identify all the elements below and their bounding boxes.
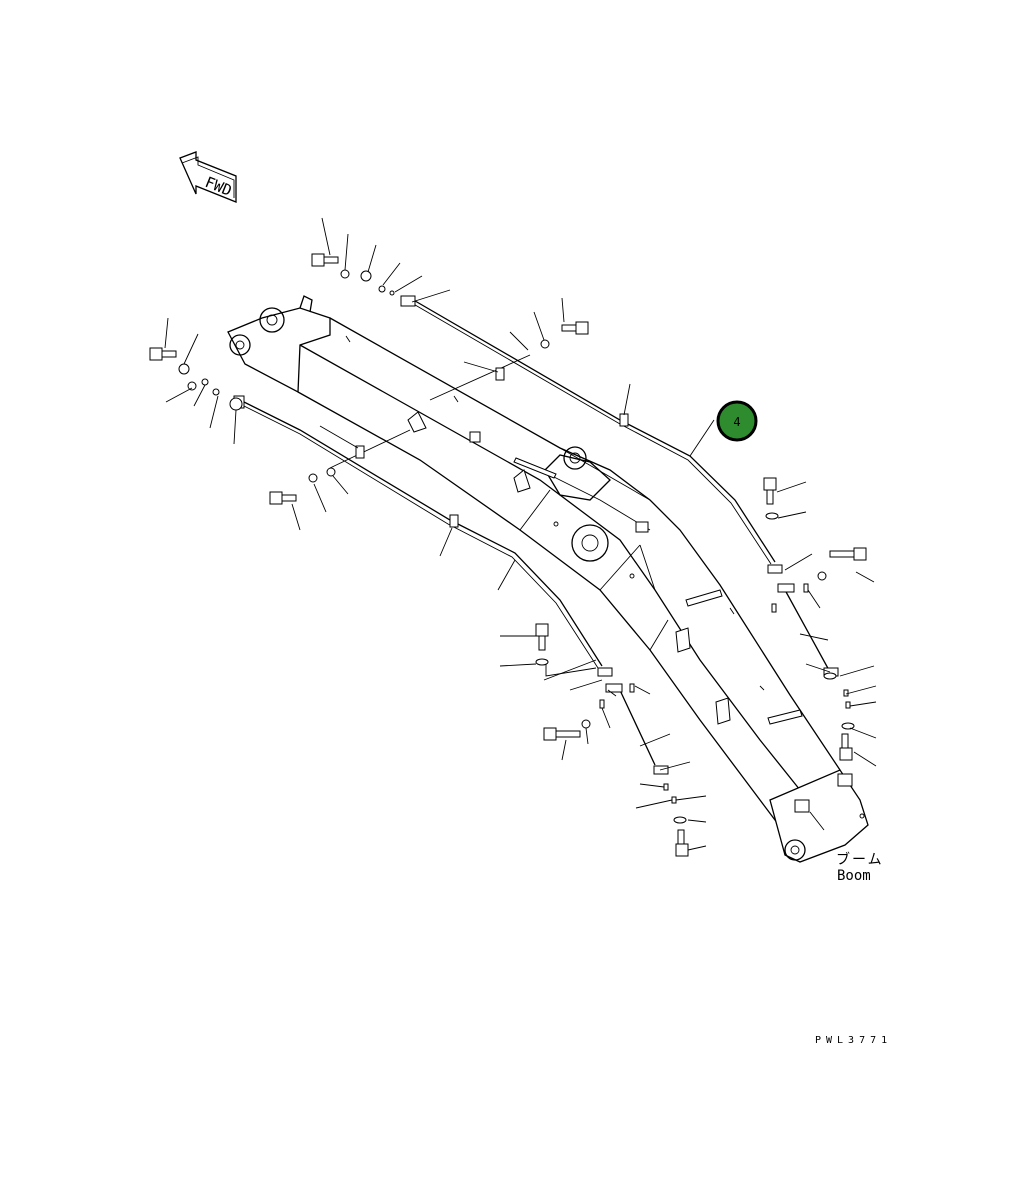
detail-marks (345, 335, 865, 819)
boom-body (227, 295, 869, 863)
drawing-code: PWL3771 (815, 1035, 892, 1046)
fwd-label: FWD (203, 173, 235, 200)
leader-lines (164, 217, 877, 851)
callout-circle (716, 400, 758, 442)
part-label-japanese: ブーム (836, 851, 884, 868)
part-label-english: Boom (837, 868, 871, 884)
callout-4[interactable]: 4 (716, 400, 758, 442)
callout-number: 4 (733, 415, 740, 429)
fwd-arrow-icon: FWD (179, 151, 237, 203)
hydraulic-lines (239, 297, 831, 766)
line-clamps (233, 295, 853, 813)
